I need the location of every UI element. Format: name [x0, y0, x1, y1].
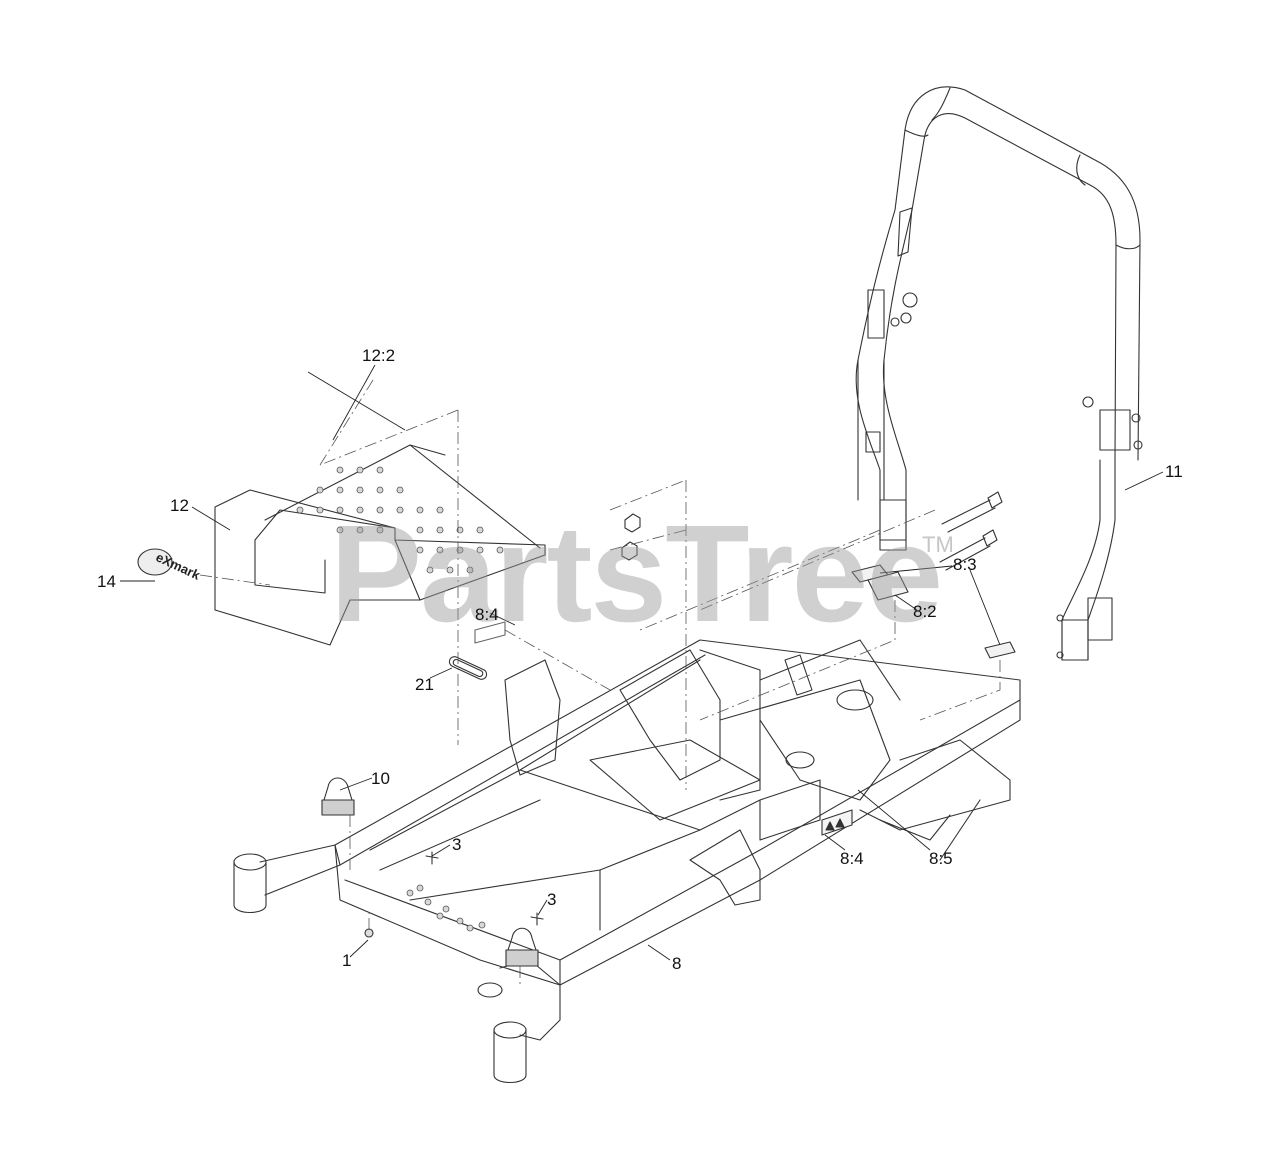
callout-8-4-top[interactable]: 8:4	[475, 605, 499, 624]
callout-12-2[interactable]: 12:2	[362, 346, 396, 365]
callout-8-2[interactable]: 8:2	[913, 602, 937, 621]
callout-1[interactable]: 1	[342, 951, 352, 970]
floor-pan	[214, 444, 546, 646]
callout-8-4-bottom[interactable]: 8:4	[840, 849, 864, 868]
rops-bolts	[621, 491, 1003, 571]
callout-21[interactable]: 21	[415, 675, 434, 694]
construction-lines	[199, 379, 1001, 985]
callout-8-5[interactable]: 8:5	[929, 849, 953, 868]
callout-10[interactable]: 10	[371, 769, 390, 788]
callout-11[interactable]: 11	[1165, 462, 1183, 481]
leader-lines	[120, 364, 1164, 961]
callout-14[interactable]: 14	[97, 572, 116, 591]
fasteners	[364, 851, 544, 938]
callout-3-a[interactable]: 3	[452, 835, 462, 854]
callout-12[interactable]: 12	[170, 496, 189, 515]
rops-bar	[855, 86, 1143, 661]
trademark-symbol: TM	[922, 532, 954, 557]
exmark-badge: eXmark	[137, 548, 204, 583]
decals	[851, 564, 1016, 659]
callout-3-b[interactable]: 3	[547, 890, 557, 909]
svg-text:eXmark: eXmark	[154, 549, 204, 583]
bump-stops	[321, 777, 539, 967]
grommet	[448, 656, 488, 680]
callout-8[interactable]: 8	[672, 954, 682, 973]
callout-8-3[interactable]: 8:3	[953, 555, 977, 574]
main-frame	[233, 639, 1021, 1084]
